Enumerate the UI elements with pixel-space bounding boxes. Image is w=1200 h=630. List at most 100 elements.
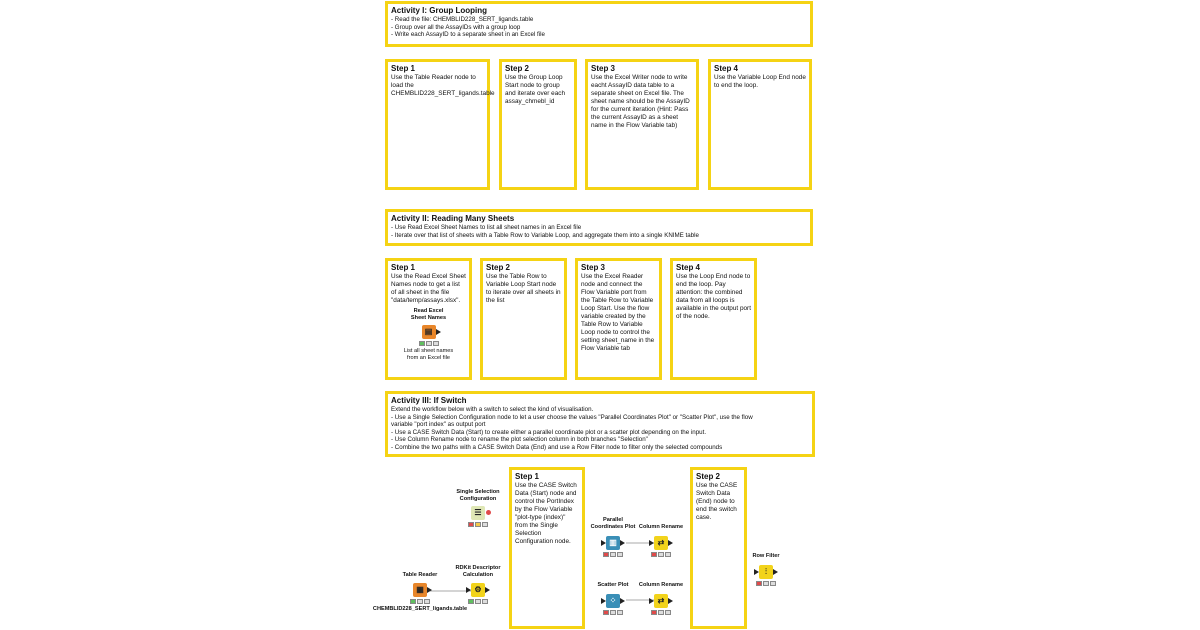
node-label: Scatter Plot <box>597 582 629 588</box>
activity2-step4: Step 4 Use the Loop End node to end the … <box>670 258 757 380</box>
activity3-step1: Step 1 Use the CASE Switch Data (Start) … <box>509 467 585 629</box>
status-lights <box>745 581 787 586</box>
rdkit-icon[interactable]: ⚙ <box>466 583 490 597</box>
status-lights <box>452 599 504 604</box>
status-lights <box>587 610 639 615</box>
step-title: Step 1 <box>515 472 540 481</box>
status-lights <box>637 610 685 615</box>
status-lights <box>637 552 685 557</box>
scatter-plot-icon[interactable]: ⁘ <box>601 594 625 608</box>
activity3-line: - Use a CASE Switch Data (Start) to crea… <box>391 428 707 436</box>
output-port[interactable] <box>427 587 432 593</box>
single-selection-configuration-node[interactable]: Single Selection Configuration ☰ <box>452 489 504 527</box>
row-filter-icon[interactable]: ⫶ <box>754 565 778 579</box>
configuration-icon[interactable]: ☰ <box>471 506 491 520</box>
node-label: Column Rename <box>638 524 684 530</box>
input-port[interactable] <box>601 598 606 604</box>
activity3-line: - Combine the two paths with a CASE Swit… <box>391 443 723 451</box>
scatter-plot-node[interactable]: Scatter Plot ⁘ <box>587 582 639 615</box>
activity3-step2: Step 2 Use the CASE Switch Data (End) no… <box>690 467 747 629</box>
table-reader-icon[interactable]: ▦ <box>413 583 432 597</box>
activity1-line: - Group over all the AssayIDs with a gro… <box>391 23 521 31</box>
table-reader-node[interactable]: Table Reader ▦ CHEMBLID228_SERT_ligands.… <box>372 572 468 613</box>
step-title: Step 2 <box>505 64 530 73</box>
step-text: Use the Table Reader node to load the CH… <box>391 74 495 97</box>
column-rename-node[interactable]: Column Rename ⇄ <box>637 524 685 557</box>
node-label: RDKit Descriptor <box>455 565 501 571</box>
output-port[interactable] <box>773 569 778 575</box>
node-label: Row Filter <box>752 553 780 559</box>
parallel-coordinates-plot-node[interactable]: Parallel Coordinates Plot ▥ <box>587 517 639 557</box>
step-text: Use the Excel Reader node and connect th… <box>581 273 655 352</box>
read-excel-sheet-names-node[interactable]: Read Excel Sheet Names ▤ List all sheet … <box>391 308 466 362</box>
activity1-line: - Read the file: CHEMBLID228_SERT_ligand… <box>391 16 534 23</box>
activity2-box: Activity II: Reading Many Sheets - Use R… <box>385 209 813 246</box>
activity2-step2: Step 2 Use the Table Row to Variable Loo… <box>480 258 567 380</box>
column-rename-node[interactable]: Column Rename ⇄ <box>637 582 685 615</box>
input-port[interactable] <box>601 540 606 546</box>
input-port[interactable] <box>649 598 654 604</box>
activity2-line: - Use Read Excel Sheet Names to list all… <box>391 224 582 231</box>
step-title: Step 2 <box>696 472 721 481</box>
node-label: Configuration <box>459 496 497 502</box>
node-caption: List all sheet names <box>403 348 454 354</box>
activity1-step2: Step 2 Use the Group Loop Start node to … <box>499 59 577 190</box>
step-text: Use the CASE Switch Data (Start) node an… <box>515 482 577 545</box>
step-text: Use the Table Row to Variable Loop Start… <box>486 273 561 304</box>
rdkit-descriptor-calculation-node[interactable]: RDKit Descriptor Calculation ⚙ <box>452 565 504 604</box>
input-port[interactable] <box>649 540 654 546</box>
activity1-step1: Step 1 Use the Table Reader node to load… <box>385 59 495 190</box>
parallel-plot-icon[interactable]: ▥ <box>601 536 625 550</box>
step-title: Step 4 <box>676 263 701 272</box>
activity2-line: - Iterate over that list of sheets with … <box>391 231 699 239</box>
step-title: Step 1 <box>391 263 416 272</box>
row-filter-node[interactable]: Row Filter ⫶ <box>745 553 787 586</box>
node-label: Single Selection <box>456 489 500 495</box>
step-title: Step 2 <box>486 263 511 272</box>
flow-variable-port[interactable] <box>486 510 491 515</box>
output-port[interactable] <box>668 540 673 546</box>
step-text: Use the Excel Writer node to write eacht… <box>591 74 690 129</box>
node-label: Coordinates Plot <box>590 524 636 530</box>
activity1-step3: Step 3 Use the Excel Writer node to writ… <box>585 59 699 190</box>
excel-reader-icon[interactable]: ▤ <box>421 325 441 339</box>
status-lights <box>452 522 504 527</box>
activity1-title: Activity I: Group Looping <box>391 6 487 15</box>
node-label: Sheet Names <box>410 315 447 321</box>
activity3-title: Activity III: If Switch <box>391 396 467 405</box>
step-title: Step 1 <box>391 64 416 73</box>
input-port[interactable] <box>466 587 471 593</box>
status-lights <box>391 341 466 346</box>
status-lights <box>372 599 468 604</box>
activity1-line: - Write each AssayID to a separate sheet… <box>391 31 545 39</box>
column-rename-icon[interactable]: ⇄ <box>649 536 673 550</box>
node-caption: from an Excel file <box>407 355 450 361</box>
activity2-title: Activity II: Reading Many Sheets <box>391 214 515 223</box>
output-port[interactable] <box>435 329 441 335</box>
output-port[interactable] <box>620 540 625 546</box>
node-label: Calculation <box>462 572 494 578</box>
status-lights <box>587 552 639 557</box>
output-port[interactable] <box>668 598 673 604</box>
column-rename-icon[interactable]: ⇄ <box>649 594 673 608</box>
activity3-line: - Use a Single Selection Configuration n… <box>391 413 753 421</box>
step-title: Step 4 <box>714 64 739 73</box>
node-label: Parallel <box>603 517 623 523</box>
activity3-box: Activity III: If Switch Extend the workf… <box>385 391 815 457</box>
node-caption: CHEMBLID228_SERT_ligands.table <box>372 606 468 612</box>
step-text: Use the Loop End node to end the loop. P… <box>676 273 751 320</box>
activity2-step3: Step 3 Use the Excel Reader node and con… <box>575 258 662 380</box>
node-label: Column Rename <box>638 582 684 588</box>
step-title: Step 3 <box>591 64 616 73</box>
step-text: Use the Read Excel Sheet Names node to g… <box>391 273 466 304</box>
output-port[interactable] <box>620 598 625 604</box>
input-port[interactable] <box>754 569 759 575</box>
activity2-step1: Step 1 Use the Read Excel Sheet Names no… <box>385 258 472 380</box>
step-text: Use the CASE Switch Data (End) node to e… <box>696 482 738 521</box>
step-text: Use the Group Loop Start node to group a… <box>505 74 566 105</box>
output-port[interactable] <box>485 587 490 593</box>
activity1-box: Activity I: Group Looping - Read the fil… <box>385 1 813 47</box>
activity3-line: - Use Column Rename node to rename the p… <box>391 436 648 444</box>
step-text: Use the Variable Loop End node to end th… <box>714 74 806 89</box>
node-label: Read Excel <box>413 308 444 314</box>
